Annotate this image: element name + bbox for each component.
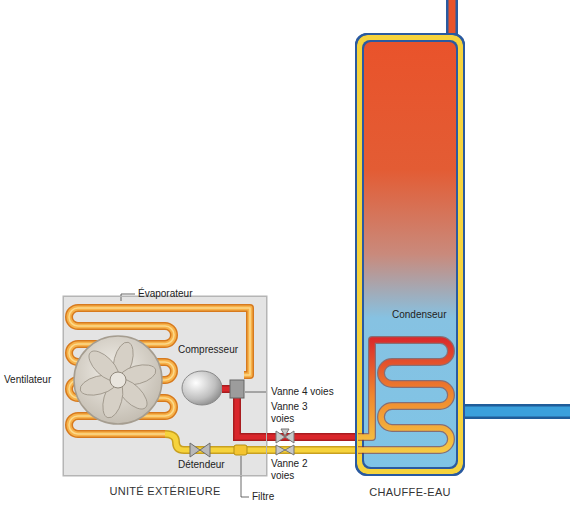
outdoor-unit: UNITÉ EXTÉRIEURE (63, 296, 267, 476)
part-label: Vanne 4 voies (271, 386, 334, 398)
evaporator-coil (69, 308, 250, 434)
tank-shell (355, 33, 465, 476)
evaporator-coil (69, 308, 250, 434)
liquid-pipe (267, 446, 355, 454)
part-label: Vanne 2 voies (271, 458, 315, 482)
part-label: Condenseur (392, 309, 446, 321)
part-label: Compresseur (178, 344, 238, 356)
part-label: Évaporateur (138, 288, 192, 300)
part-label: Filtre (252, 491, 274, 503)
filter (234, 445, 247, 455)
condenser-coil (358, 340, 451, 450)
part-label: Détendeur (178, 459, 225, 471)
part-label: Ventilateur (4, 374, 51, 386)
leader-line (245, 392, 267, 393)
fan (74, 336, 162, 424)
four-way-valve (230, 380, 244, 398)
inlet-pipe (460, 407, 570, 417)
tank-insulation (357, 35, 463, 474)
water-heater-tank: CHAUFFE-EAU (355, 33, 465, 476)
two-way-valve (276, 445, 294, 455)
unit-housing (63, 296, 267, 476)
compressor (182, 371, 222, 405)
part-label: Vanne 3 voies (271, 401, 315, 425)
expansion-valve (200, 443, 210, 457)
evaporator-coil (69, 308, 250, 434)
inlet-pipe (460, 404, 570, 419)
expansion-valve (190, 443, 200, 457)
unit-caption: CHAUFFE-EAU (357, 486, 463, 498)
leader-line (241, 456, 249, 497)
hot-pipe (237, 398, 267, 437)
three-way-valve (276, 429, 294, 443)
hot-pipe (237, 398, 267, 437)
unit-caption: UNITÉ EXTÉRIEURE (64, 485, 266, 497)
condenser-coil (358, 340, 451, 450)
